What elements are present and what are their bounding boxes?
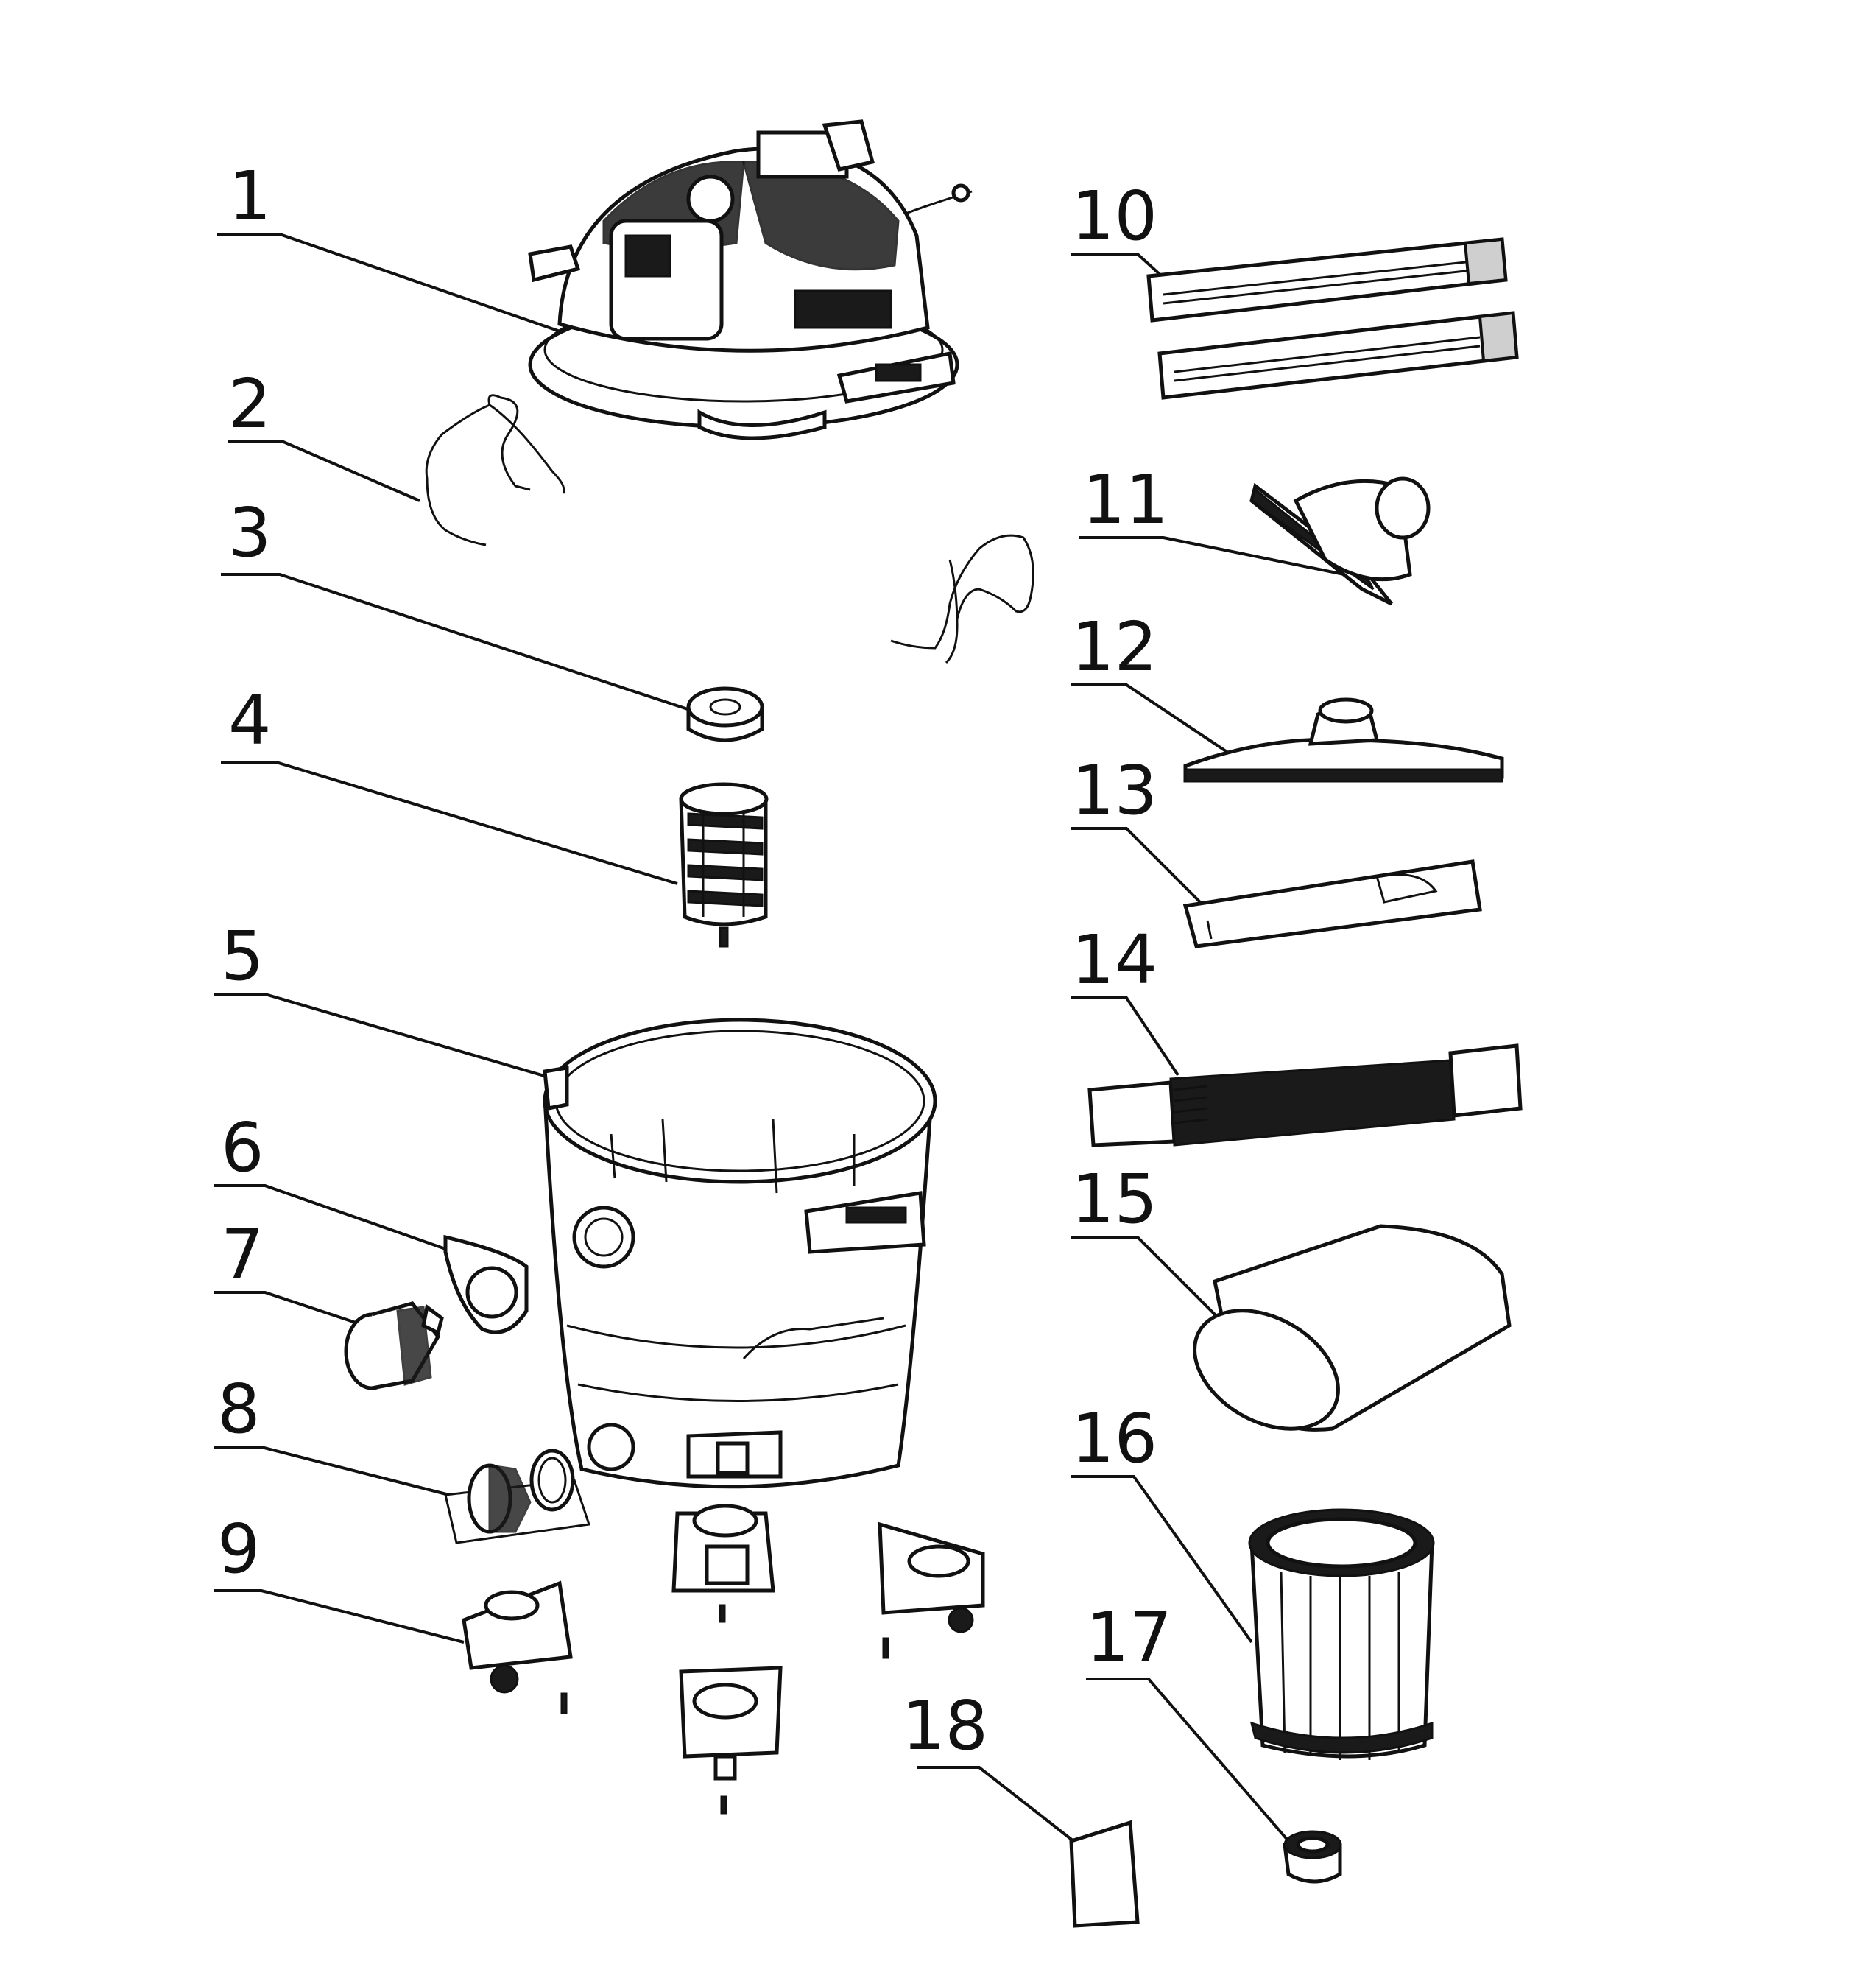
callout-7: 7: [221, 1215, 264, 1294]
manual-icon: [1069, 1820, 1140, 1928]
callout-14: 14: [1071, 921, 1157, 999]
callout-13: 13: [1071, 751, 1157, 830]
callout-10: 10: [1071, 177, 1157, 256]
callout-6: 6: [221, 1108, 264, 1187]
callout-11: 11: [1082, 460, 1168, 539]
callout-2: 2: [228, 365, 272, 443]
drain-cap-icon: [444, 1449, 590, 1544]
floor-nozzle-icon: [1183, 697, 1504, 783]
inlet-cover-icon: [443, 1234, 529, 1334]
callout-16: 16: [1071, 1399, 1157, 1478]
callout-9: 9: [217, 1510, 261, 1588]
cartridge-filter-icon: [1248, 1508, 1435, 1760]
callout-18: 18: [902, 1686, 988, 1765]
inlet-cap-icon: [344, 1301, 444, 1390]
utility-nozzle-icon: [1249, 476, 1431, 606]
caster-icon: [462, 1504, 985, 1815]
wire-clip-icon: [425, 394, 1034, 664]
hose-icon: [1087, 1043, 1523, 1147]
drum-tank-icon: [543, 1018, 937, 1489]
foam-sleeve-icon: [1193, 1224, 1512, 1432]
callout-17: 17: [1086, 1598, 1172, 1677]
callout-1: 1: [228, 157, 272, 236]
filter-nut-icon: [1283, 1830, 1342, 1884]
callout-4: 4: [228, 681, 272, 760]
crevice-tool-icon: [1182, 859, 1482, 948]
motor-head-icon: [528, 119, 973, 440]
callout-12: 12: [1071, 608, 1157, 686]
callout-8: 8: [217, 1370, 261, 1449]
extension-wand-icon: [1146, 237, 1519, 400]
foam-plug-icon: [686, 686, 764, 742]
callout-5: 5: [221, 917, 264, 996]
float-cage-icon: [679, 782, 769, 948]
callout-3: 3: [228, 493, 272, 572]
leader-lines: [214, 233, 1363, 1861]
callout-15: 15: [1071, 1160, 1157, 1239]
